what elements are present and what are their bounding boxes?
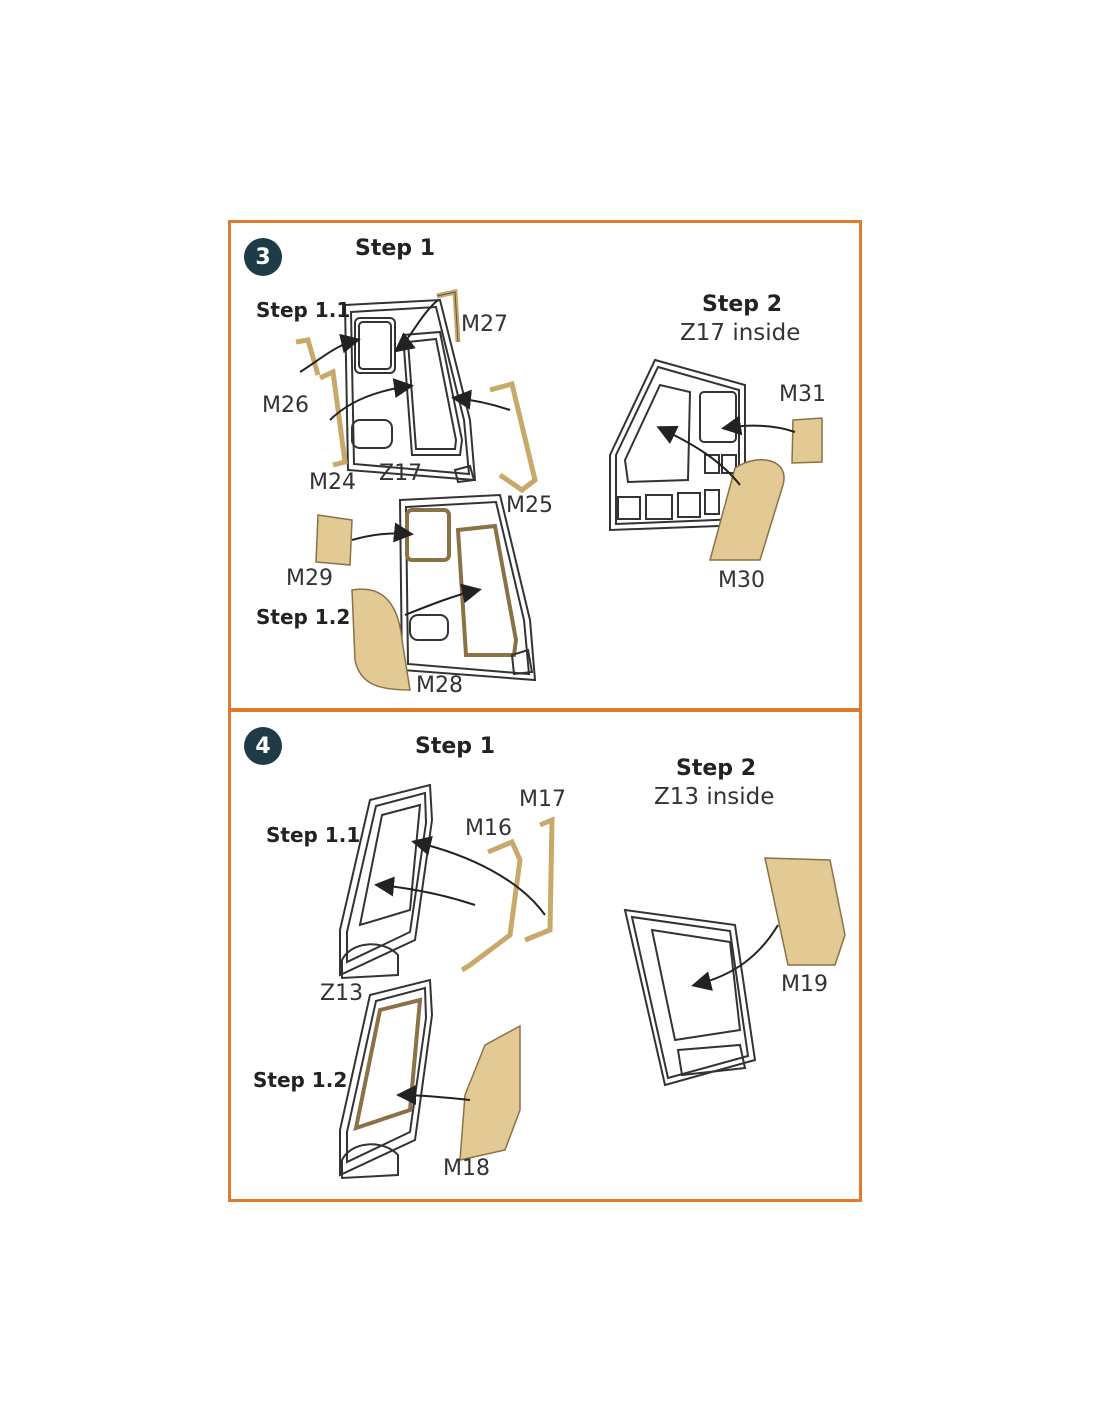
part-label-m25: M25	[506, 493, 553, 518]
panel4-step1-heading: Step 1	[415, 734, 495, 759]
m31-mask	[791, 417, 823, 464]
arrows-step-3-1-1	[299, 299, 511, 421]
m16-mask-strip	[460, 838, 523, 973]
instruction-panel-4	[228, 709, 862, 1202]
panel3-step2-heading: Step 2	[702, 292, 782, 317]
arrow-step-4-2	[691, 924, 779, 991]
z13-door-step-1-1	[339, 783, 434, 980]
step-badge-4: 4	[244, 727, 282, 765]
panel3-step2-note: Z17 inside	[680, 320, 801, 346]
z17-door-frame-step-1-1	[343, 298, 477, 484]
panel4-step1-1-label: Step 1.1	[266, 823, 361, 847]
m25-mask-strip	[489, 380, 538, 494]
m17-mask-strip	[524, 816, 555, 943]
part-label-m24: M24	[309, 470, 356, 495]
arrows-step-3-1-2	[351, 522, 482, 616]
m29-mask	[315, 514, 353, 566]
panel3-step1-2-label: Step 1.2	[256, 605, 351, 629]
arrows-step-4-1-1	[374, 835, 546, 916]
part-label-m29: M29	[286, 566, 333, 591]
panel4-step1-2-label: Step 1.2	[253, 1068, 348, 1092]
part-label-z13: Z13	[320, 981, 364, 1006]
panel4-step2-heading: Step 2	[676, 756, 756, 781]
part-label-m18: M18	[443, 1156, 490, 1181]
part-label-m19: M19	[781, 972, 828, 997]
z17-door-frame-step-1-2	[398, 493, 537, 682]
part-label-m26: M26	[262, 393, 309, 418]
panel3-step1-1-label: Step 1.1	[256, 298, 351, 322]
m26-mask-strip	[295, 337, 321, 376]
part-label-m30: M30	[718, 568, 765, 593]
m30-mask	[709, 459, 785, 561]
part-label-m27: M27	[461, 312, 508, 337]
step-badge-3: 3	[244, 238, 282, 276]
part-label-m16: M16	[465, 816, 512, 841]
part-label-m17: M17	[519, 787, 566, 812]
arrow-step-4-1-2	[396, 1085, 471, 1106]
panel4-step2-note: Z13 inside	[654, 784, 775, 810]
m19-mask	[764, 857, 846, 966]
arrows-step-3-2	[656, 415, 796, 486]
z17-inside-view	[609, 358, 746, 532]
m28-mask	[351, 588, 411, 691]
part-label-m31: M31	[779, 382, 826, 407]
part-label-z17: Z17	[379, 461, 423, 486]
m24-mask-strip	[318, 368, 348, 468]
z13-door-step-1-2	[339, 978, 434, 1180]
panel3-step1-heading: Step 1	[355, 236, 435, 261]
m18-mask	[459, 1024, 521, 1161]
part-label-m28: M28	[416, 673, 463, 698]
z13-inside-view	[623, 908, 757, 1087]
